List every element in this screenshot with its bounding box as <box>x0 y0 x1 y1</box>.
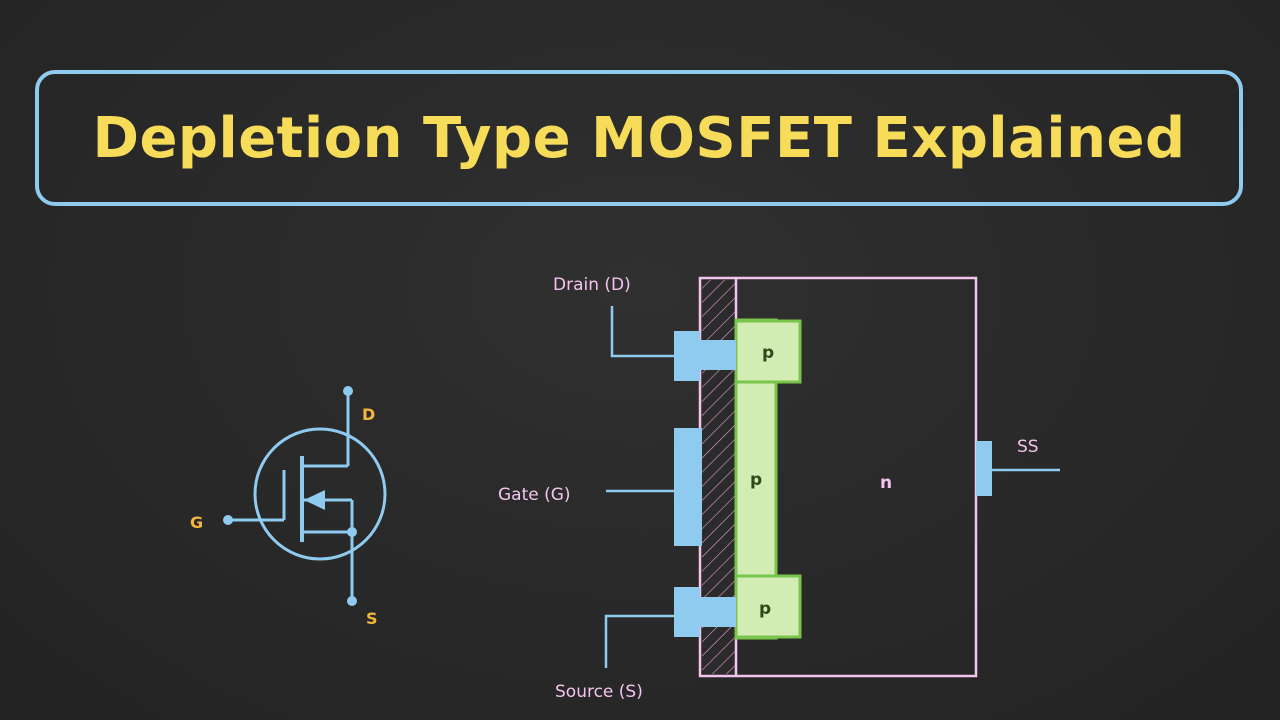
drain-contact-bar <box>700 340 736 370</box>
drain-label: Drain (D) <box>553 275 631 295</box>
drain-region-label: p <box>762 343 774 363</box>
substrate-arrow-icon <box>304 490 325 510</box>
mosfet-cross-section: p p p n Drain (D) Gate (G) Source (S) SS <box>498 275 1060 702</box>
substrate-contact <box>976 441 992 496</box>
gate-contact <box>674 428 702 546</box>
source-contact-bar <box>700 597 736 627</box>
mosfet-symbol: D G S <box>190 386 387 628</box>
source-label: Source (S) <box>555 682 643 702</box>
drain-contact <box>674 331 700 381</box>
gate-label: Gate (G) <box>498 485 571 505</box>
drain-p-region <box>734 319 802 384</box>
source-wire <box>604 614 674 668</box>
symbol-circle <box>253 427 387 561</box>
page-title: Depletion Type MOSFET Explained <box>92 105 1186 171</box>
substrate-label: SS <box>1017 437 1039 457</box>
source-p-region <box>734 574 802 639</box>
gate-terminal-dot <box>223 515 233 525</box>
substrate-region-label: n <box>880 473 892 493</box>
source-contact <box>674 587 700 637</box>
junction-dot <box>347 527 357 537</box>
drain-wire <box>610 306 674 358</box>
source-terminal-dot <box>347 596 357 606</box>
symbol-source-label: S <box>366 609 378 628</box>
symbol-drain-label: D <box>362 405 375 424</box>
source-region-label: p <box>759 599 771 619</box>
symbol-gate-label: G <box>190 513 203 532</box>
channel-region-label: p <box>750 470 762 490</box>
drain-terminal-dot <box>343 386 353 396</box>
title-box: Depletion Type MOSFET Explained <box>35 70 1243 206</box>
